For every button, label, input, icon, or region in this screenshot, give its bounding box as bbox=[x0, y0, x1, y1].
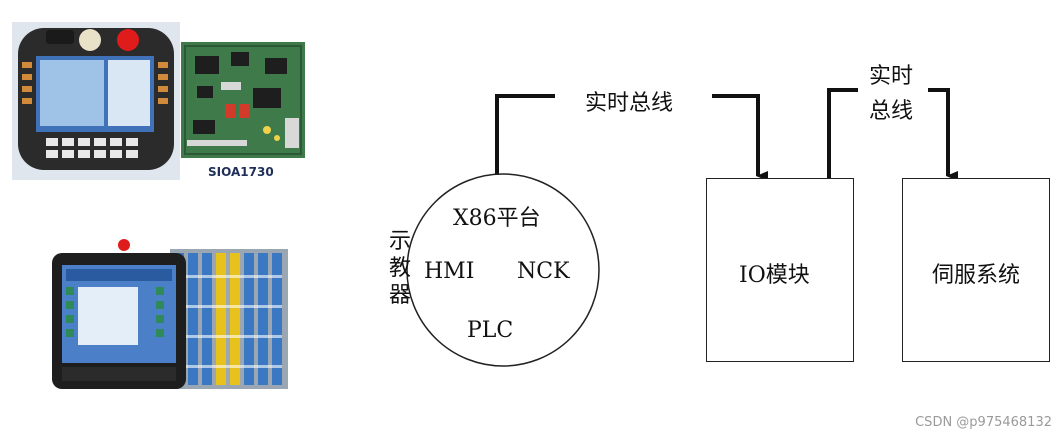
teach-pendant-label-char: 示 bbox=[388, 229, 411, 254]
teach-pendant-photo bbox=[12, 22, 180, 180]
module-nck: NCK bbox=[517, 259, 570, 284]
bus-label-2-line2: 总线 bbox=[869, 99, 914, 124]
bus-arrow-1 bbox=[712, 94, 768, 181]
watermark: CSDN @p975468132 bbox=[915, 415, 1052, 430]
tablet-and-io-rack-photo bbox=[48, 235, 293, 395]
servo-system-box: 伺服系统 bbox=[902, 178, 1050, 362]
teach-pendant-label: 示 教 器 bbox=[388, 228, 412, 309]
platform-circle bbox=[406, 173, 600, 367]
module-hmi: HMI bbox=[424, 259, 475, 284]
bus-label-2-line1: 实时 bbox=[869, 64, 914, 89]
bus-line-1 bbox=[495, 94, 555, 175]
teach-pendant-label-char: 教 bbox=[388, 256, 411, 281]
servo-system-label: 伺服系统 bbox=[932, 263, 1021, 288]
board-caption: SIOA1730 bbox=[208, 165, 274, 179]
module-plc: PLC bbox=[467, 318, 514, 343]
control-board-photo bbox=[181, 42, 305, 158]
platform-title: X86平台 bbox=[453, 206, 541, 231]
bus-arrow-2 bbox=[928, 88, 958, 181]
io-module-box: IO模块 bbox=[706, 178, 854, 362]
bus-line-2 bbox=[827, 88, 858, 180]
io-module-label: IO模块 bbox=[739, 263, 810, 288]
teach-pendant-label-char: 器 bbox=[388, 283, 411, 308]
bus-label-1: 实时总线 bbox=[585, 91, 674, 116]
